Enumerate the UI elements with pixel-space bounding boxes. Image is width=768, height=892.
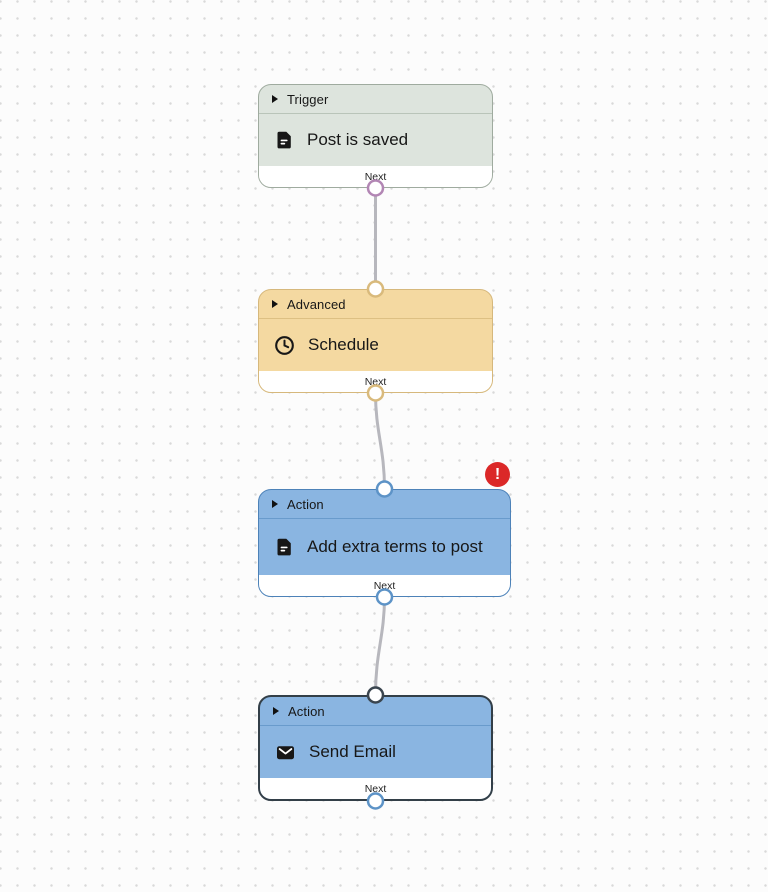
node-advanced[interactable]: Advanced Schedule Next xyxy=(258,289,493,393)
node-next-port-label[interactable]: Next xyxy=(259,371,492,392)
node-category-label: Trigger xyxy=(287,91,329,107)
node-title: Post is saved xyxy=(307,130,409,149)
error-exclamation: ! xyxy=(494,465,501,483)
disclosure-triangle-icon[interactable] xyxy=(272,500,278,508)
next-label: Next xyxy=(373,579,396,592)
node-title: Schedule xyxy=(308,335,379,354)
node-title: Send Email xyxy=(309,742,396,761)
node-action-send-email[interactable]: Action Send Email Next xyxy=(258,695,493,801)
node-next-port-label[interactable]: Next xyxy=(259,166,492,187)
node-advanced-body[interactable]: Schedule xyxy=(259,319,492,371)
document-icon xyxy=(274,130,294,150)
document-icon xyxy=(274,537,294,557)
next-label: Next xyxy=(364,375,387,388)
disclosure-triangle-icon[interactable] xyxy=(272,95,278,103)
node-action-header[interactable]: Action xyxy=(259,490,510,519)
error-badge[interactable]: ! xyxy=(485,462,510,487)
disclosure-triangle-icon[interactable] xyxy=(273,707,279,715)
node-advanced-header[interactable]: Advanced xyxy=(259,290,492,319)
next-label: Next xyxy=(364,782,387,795)
node-title: Add extra terms to post xyxy=(307,537,483,556)
clock-icon xyxy=(274,335,295,356)
node-action-add-terms[interactable]: Action Add extra terms to post Next xyxy=(258,489,511,597)
disclosure-triangle-icon[interactable] xyxy=(272,300,278,308)
node-next-port-label[interactable]: Next xyxy=(260,778,491,799)
node-trigger[interactable]: Trigger Post is saved Next xyxy=(258,84,493,188)
next-label: Next xyxy=(364,170,387,183)
node-trigger-header[interactable]: Trigger xyxy=(259,85,492,114)
node-action-header[interactable]: Action xyxy=(260,697,491,726)
node-action-body[interactable]: Add extra terms to post xyxy=(259,519,510,575)
node-action-body[interactable]: Send Email xyxy=(260,726,491,778)
node-next-port-label[interactable]: Next xyxy=(259,575,510,596)
email-icon xyxy=(275,742,296,763)
node-category-label: Action xyxy=(288,703,325,719)
edge-action-to-action[interactable] xyxy=(374,595,386,697)
edge-advanced-to-action[interactable] xyxy=(374,391,386,491)
node-category-label: Advanced xyxy=(287,296,346,312)
node-trigger-body[interactable]: Post is saved xyxy=(259,114,492,166)
node-category-label: Action xyxy=(287,496,324,512)
